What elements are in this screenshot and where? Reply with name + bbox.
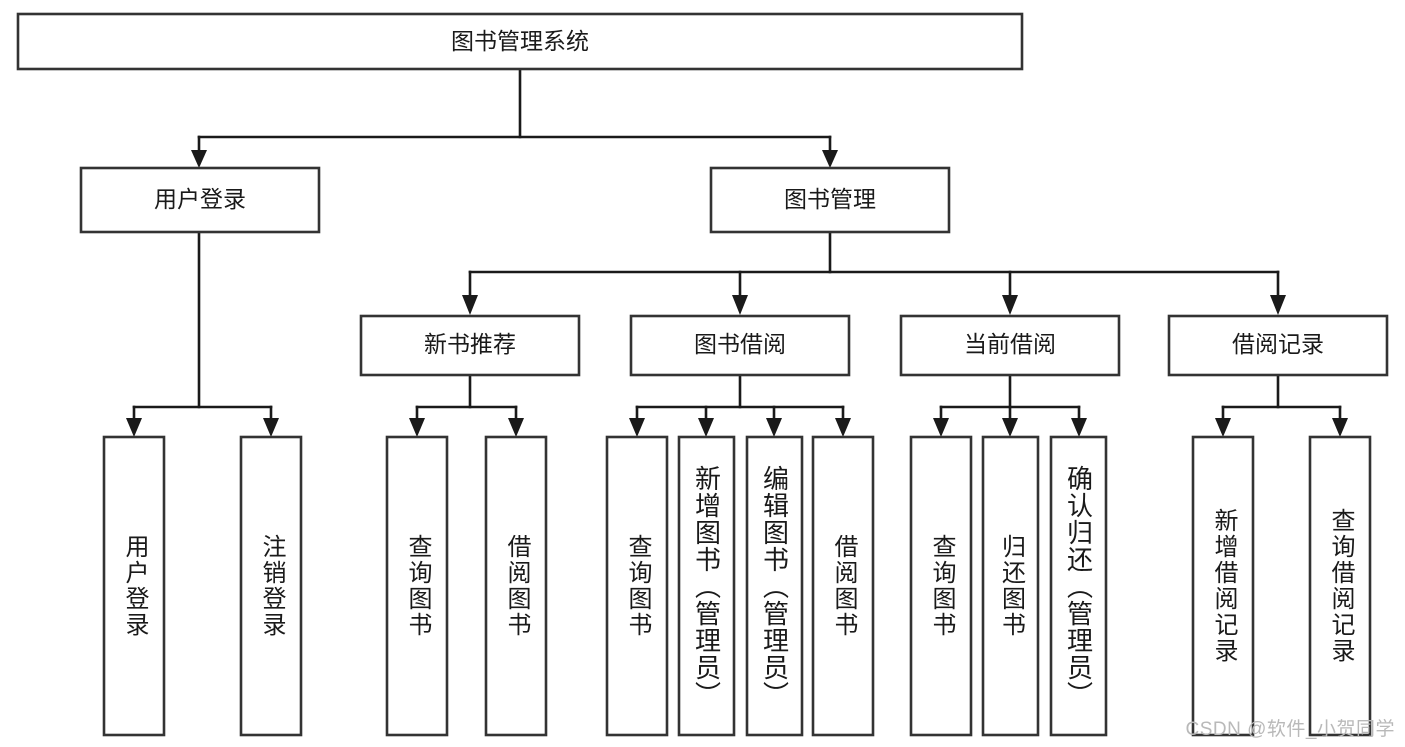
node-user-login-label: 用户登录 — [154, 186, 246, 212]
node-book-borrow[interactable]: 图书借阅 — [629, 314, 851, 377]
leaf-box-bb-add-book[interactable] — [677, 435, 736, 737]
node-new-book-recommend-box[interactable] — [359, 314, 581, 377]
leaf-box-br-add-record[interactable] — [1191, 435, 1255, 737]
watermark-text: CSDN @软件_小贺同学 — [1185, 719, 1395, 740]
node-book-borrow-box[interactable] — [629, 314, 851, 377]
leaf-box-user-login[interactable] — [102, 435, 166, 737]
arrow-to-user-login — [191, 150, 207, 168]
node-user-login[interactable]: 用户登录 — [79, 166, 321, 234]
leaf-box-bb-borrow-book[interactable] — [811, 435, 875, 737]
node-current-borrow-label: 当前借阅 — [964, 331, 1056, 357]
node-book-management[interactable]: 图书管理 — [709, 166, 951, 234]
leaf-box-br-query-record[interactable] — [1308, 435, 1372, 737]
arrow-to-book-mgmt — [822, 150, 838, 168]
arrow-leaf-cb-query — [933, 418, 949, 437]
arrow-leaf-logout — [263, 418, 279, 437]
arrow-leaf-br-query — [1332, 418, 1348, 437]
node-borrow-record-label: 借阅记录 — [1232, 331, 1324, 357]
node-book-management-box[interactable] — [709, 166, 951, 234]
node-borrow-record-box[interactable] — [1167, 314, 1389, 377]
node-borrow-record[interactable]: 借阅记录 — [1167, 314, 1389, 377]
arrow-leaf-br-add — [1215, 418, 1231, 437]
arrow-leaf-nbr-borrow — [508, 418, 524, 437]
arrow-to-book-borrow — [732, 295, 748, 315]
node-root[interactable]: 图书管理系统 — [16, 12, 1024, 71]
arrow-to-new-book-rec — [462, 295, 478, 315]
arrow-leaf-cb-return — [1002, 418, 1018, 437]
leaf-box-bb-query-book[interactable] — [605, 435, 669, 737]
arrow-to-borrow-record — [1270, 295, 1286, 315]
arrow-to-current-borrow — [1002, 295, 1018, 315]
arrow-leaf-nbr-query — [409, 418, 425, 437]
node-root-box[interactable] — [16, 12, 1024, 71]
node-current-borrow[interactable]: 当前借阅 — [899, 314, 1121, 377]
node-current-borrow-box[interactable] — [899, 314, 1121, 377]
leaf-box-logout[interactable] — [239, 435, 303, 737]
arrow-leaf-bb-add — [698, 418, 714, 437]
arrow-leaf-bb-query — [629, 418, 645, 437]
node-new-book-recommend[interactable]: 新书推荐 — [359, 314, 581, 377]
arrow-leaf-bb-edit — [766, 418, 782, 437]
leaf-box-bb-edit-book[interactable] — [745, 435, 804, 737]
leaf-box-nbr-borrow-book[interactable] — [484, 435, 548, 737]
leaf-box-cb-query-book[interactable] — [909, 435, 973, 737]
arrow-leaf-cb-confirm — [1071, 418, 1087, 437]
node-book-borrow-label: 图书借阅 — [694, 331, 786, 357]
node-book-management-label: 图书管理 — [784, 186, 876, 212]
leaf-boxes-group — [102, 435, 1372, 737]
node-user-login-box[interactable] — [79, 166, 321, 234]
leaf-box-nbr-query-book[interactable] — [385, 435, 449, 737]
connectors-group — [126, 67, 1348, 437]
arrow-leaf-user-login — [126, 418, 142, 437]
leaf-box-cb-return-book[interactable] — [981, 435, 1040, 737]
node-root-label: 图书管理系统 — [451, 28, 589, 54]
node-new-book-recommend-label: 新书推荐 — [424, 331, 516, 357]
arrow-leaf-bb-borrow — [835, 418, 851, 437]
leaf-box-cb-confirm-return[interactable] — [1049, 435, 1108, 737]
